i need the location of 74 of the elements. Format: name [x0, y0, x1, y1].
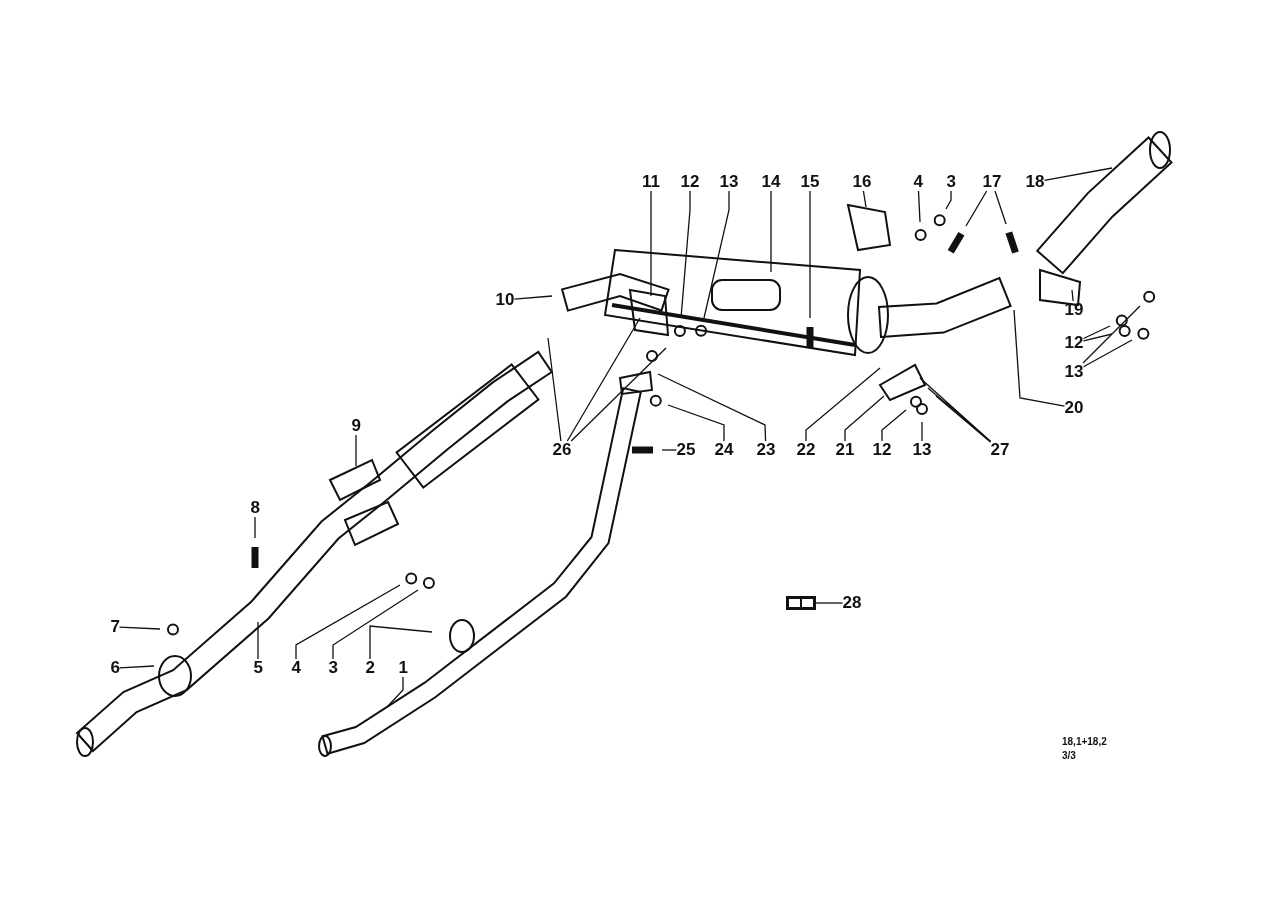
callout-number: 23 — [756, 441, 776, 459]
callout-number: 16 — [852, 173, 872, 191]
callout-number: 13 — [912, 441, 932, 459]
callout-number: 7 — [110, 618, 120, 636]
callout-number: 4 — [291, 659, 301, 677]
leader-line — [566, 317, 641, 442]
leader-line — [570, 347, 667, 442]
callout-number: 26 — [552, 441, 572, 459]
callout-number: 12 — [872, 441, 892, 459]
sheet-reference-note: 18,1+18,2 — [1062, 736, 1107, 748]
leader-line — [1082, 333, 1113, 342]
leader-line — [994, 190, 1007, 225]
leader-line — [844, 395, 885, 442]
leader-line — [369, 625, 433, 660]
leader-line — [1043, 167, 1113, 181]
callout-number: 3 — [328, 659, 338, 677]
leader-line — [118, 626, 161, 630]
callout-number: 13 — [719, 173, 739, 191]
leader-line — [295, 584, 401, 660]
callout-number: 4 — [913, 173, 923, 191]
callout-number: 10 — [495, 291, 515, 309]
leader-line — [1013, 309, 1066, 407]
sheet-reference-note: 3/3 — [1062, 750, 1076, 762]
leader-line — [661, 449, 678, 451]
leader-line — [805, 367, 881, 442]
leader-line — [257, 621, 259, 660]
leader-line — [355, 434, 357, 467]
callout-number: 12 — [1064, 334, 1084, 352]
leader-line — [1071, 289, 1074, 302]
leader-line — [815, 602, 844, 604]
callout-number: 1 — [398, 659, 408, 677]
leader-line — [547, 337, 562, 442]
callout-number: 27 — [990, 441, 1010, 459]
callout-number: 6 — [110, 659, 120, 677]
callout-number: 5 — [253, 659, 263, 677]
callout-number: 2 — [365, 659, 375, 677]
leader-line — [513, 295, 553, 300]
callout-number: 11 — [642, 173, 660, 191]
leader-line — [809, 190, 811, 319]
leader-line — [657, 373, 767, 442]
callout-number: 25 — [676, 441, 696, 459]
leader-line — [770, 190, 772, 273]
callout-number: 22 — [796, 441, 816, 459]
callout-number: 21 — [835, 441, 855, 459]
leader-line — [254, 516, 256, 539]
leader-line — [862, 190, 867, 208]
callout-number: 24 — [714, 441, 734, 459]
leader-line — [650, 190, 652, 297]
callout-number: 18 — [1025, 173, 1045, 191]
callout-number: 12 — [680, 173, 700, 191]
leader-line — [945, 190, 952, 210]
leader-line — [945, 401, 992, 443]
callout-number: 28 — [842, 594, 862, 612]
leader-line — [965, 190, 988, 227]
leader-line — [118, 665, 155, 669]
callout-number: 20 — [1064, 399, 1084, 417]
leader-line — [1082, 325, 1111, 340]
callout-number: 14 — [761, 173, 781, 191]
leader-line — [387, 676, 404, 707]
leader-line — [1082, 305, 1141, 364]
callout-number: 15 — [800, 173, 820, 191]
callout-number: 17 — [982, 173, 1002, 191]
leader-line — [703, 190, 730, 319]
leader-line — [1082, 339, 1133, 368]
callout-number: 9 — [351, 417, 361, 435]
leader-line — [921, 421, 923, 442]
leader-line — [667, 404, 725, 442]
callout-number: 13 — [1064, 363, 1084, 381]
callout-number: 3 — [946, 173, 956, 191]
leader-line — [917, 190, 921, 223]
parts-tag-icon — [786, 596, 816, 610]
leader-line — [881, 409, 907, 442]
leader-line — [332, 589, 419, 660]
callout-number: 8 — [250, 499, 260, 517]
